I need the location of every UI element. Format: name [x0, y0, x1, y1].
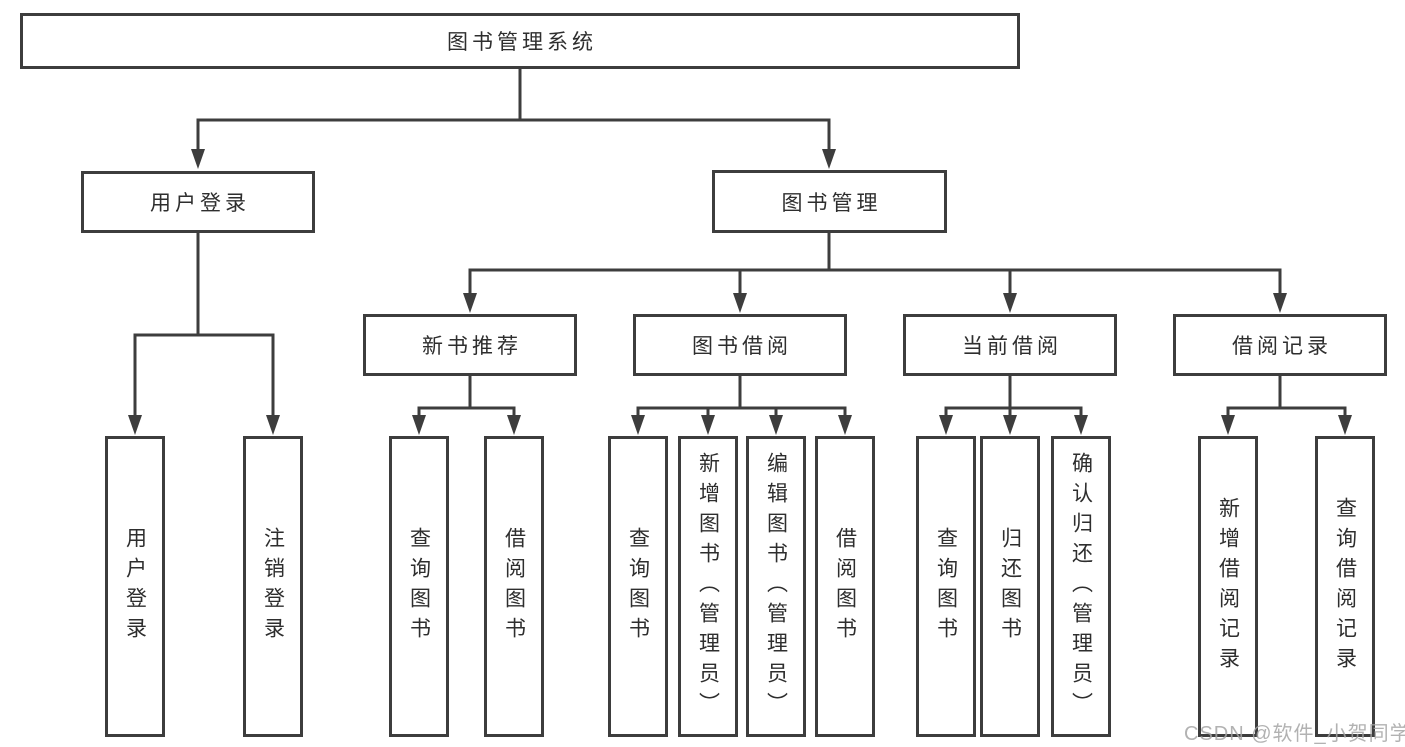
leaf-query-borrow-record: 查询借阅记录: [1315, 436, 1375, 737]
leaf-label: 借阅图书: [502, 526, 526, 647]
leaf-label: 确认归还（管理员）: [1069, 451, 1093, 722]
leaf-borrow-books: 借阅图书: [484, 436, 544, 737]
leaf-label: 查询图书: [626, 526, 650, 647]
node-new-book-recommendation: 新书推荐: [363, 314, 577, 376]
leaf-edit-books-admin: 编辑图书（管理员）: [746, 436, 806, 737]
leaf-label: 借阅图书: [833, 526, 857, 647]
leaf-return-books: 归还图书: [980, 436, 1040, 737]
node-current-borrowing: 当前借阅: [903, 314, 1117, 376]
arrowheads: [128, 149, 1352, 435]
leaf-label: 查询借阅记录: [1333, 496, 1357, 677]
leaf-query-books: 查询图书: [916, 436, 976, 737]
csdn-watermark: CSDN @软件_小贺同学: [1184, 723, 1405, 745]
leaf-confirm-return-admin: 确认归还（管理员）: [1051, 436, 1111, 737]
node-book-borrowing: 图书借阅: [633, 314, 847, 376]
leaf-borrow-books: 借阅图书: [815, 436, 875, 737]
leaf-label: 注销登录: [261, 526, 285, 647]
leaf-label: 新增图书（管理员）: [696, 451, 720, 722]
leaf-label: 用户登录: [123, 526, 147, 647]
leaf-label: 编辑图书（管理员）: [764, 451, 788, 722]
node-book-management: 图书管理: [712, 170, 947, 233]
leaf-logout: 注销登录: [243, 436, 303, 737]
leaf-query-books: 查询图书: [608, 436, 668, 737]
leaf-add-borrow-record: 新增借阅记录: [1198, 436, 1258, 737]
leaf-add-books-admin: 新增图书（管理员）: [678, 436, 738, 737]
leaf-label: 归还图书: [998, 526, 1022, 647]
leaf-label: 新增借阅记录: [1216, 496, 1240, 677]
leaf-user-login: 用户登录: [105, 436, 165, 737]
node-library-management-system: 图书管理系统: [20, 13, 1020, 69]
node-user-login: 用户登录: [81, 171, 315, 233]
node-borrowing-records: 借阅记录: [1173, 314, 1387, 376]
leaf-label: 查询图书: [407, 526, 431, 647]
leaf-label: 查询图书: [934, 526, 958, 647]
leaf-query-books: 查询图书: [389, 436, 449, 737]
